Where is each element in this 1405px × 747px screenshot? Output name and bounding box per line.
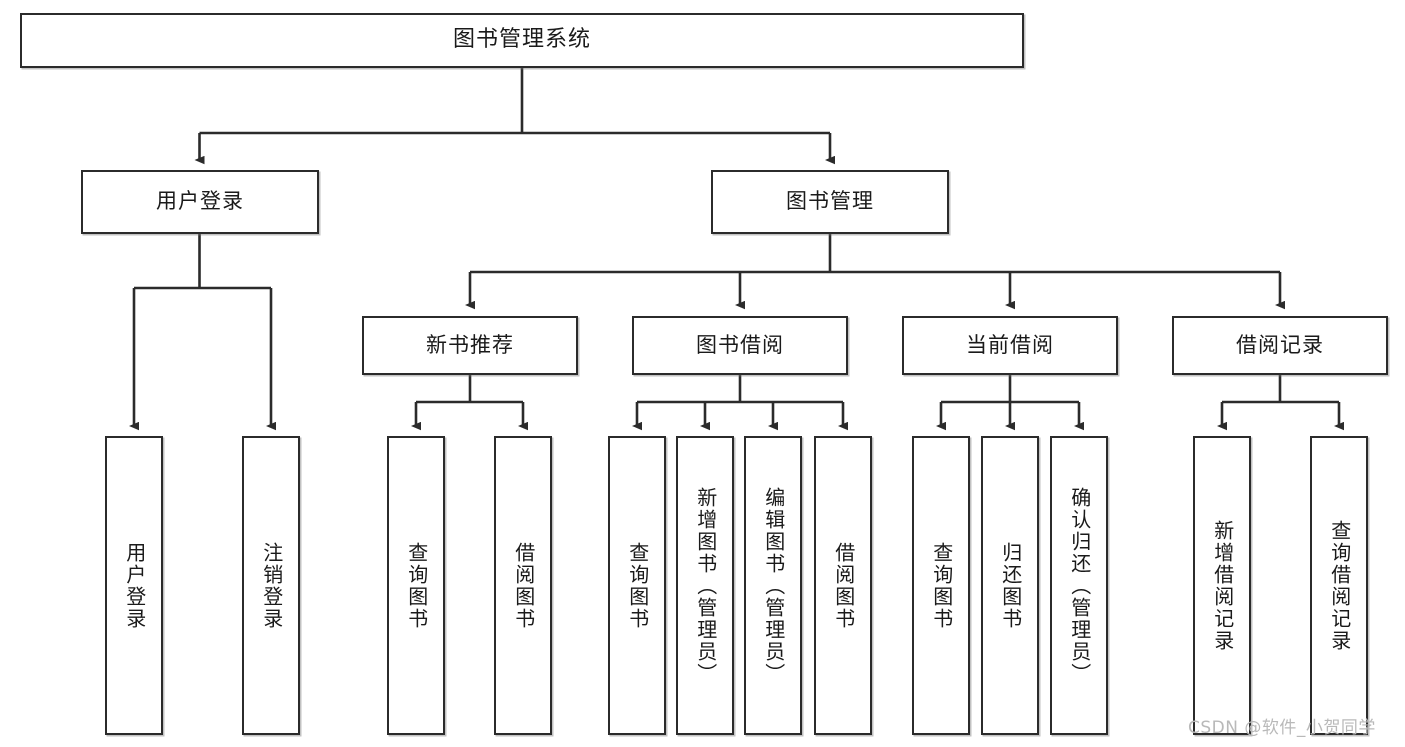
node-leaf-query-book-2[interactable]: 查询图书 bbox=[608, 436, 666, 735]
node-leaf-logout[interactable]: 注销登录 bbox=[242, 436, 300, 735]
node-book-manage[interactable]: 图书管理 bbox=[711, 170, 949, 234]
node-leaf-query-record-label: 查询借阅记录 bbox=[1327, 519, 1352, 652]
node-leaf-query-book-2-label: 查询图书 bbox=[625, 541, 650, 630]
node-new-book-recommend-label: 新书推荐 bbox=[426, 332, 514, 357]
node-leaf-user-login[interactable]: 用户登录 bbox=[105, 436, 163, 735]
node-leaf-add-record[interactable]: 新增借阅记录 bbox=[1193, 436, 1251, 735]
node-leaf-add-record-label: 新增借阅记录 bbox=[1210, 519, 1235, 652]
node-user-login[interactable]: 用户登录 bbox=[81, 170, 319, 234]
node-leaf-confirm-return[interactable]: 确认归还（管理员） bbox=[1050, 436, 1108, 735]
node-leaf-add-book-label: 新增图书（管理员） bbox=[693, 486, 718, 685]
node-book-manage-label: 图书管理 bbox=[786, 189, 874, 214]
node-current-borrow-label: 当前借阅 bbox=[966, 332, 1054, 357]
node-user-login-label: 用户登录 bbox=[156, 189, 244, 214]
node-leaf-user-login-label: 用户登录 bbox=[122, 541, 147, 630]
node-leaf-borrow-book-2-label: 借阅图书 bbox=[831, 541, 856, 630]
node-book-borrow[interactable]: 图书借阅 bbox=[632, 316, 848, 375]
node-root[interactable]: 图书管理系统 bbox=[20, 13, 1024, 68]
node-borrow-record[interactable]: 借阅记录 bbox=[1172, 316, 1388, 375]
node-borrow-record-label: 借阅记录 bbox=[1236, 332, 1324, 357]
node-leaf-confirm-return-label: 确认归还（管理员） bbox=[1067, 486, 1092, 685]
node-leaf-add-book[interactable]: 新增图书（管理员） bbox=[676, 436, 734, 735]
node-leaf-query-book-1-label: 查询图书 bbox=[404, 541, 429, 630]
node-leaf-return-book-label: 归还图书 bbox=[998, 541, 1023, 630]
node-leaf-return-book[interactable]: 归还图书 bbox=[981, 436, 1039, 735]
node-leaf-edit-book[interactable]: 编辑图书（管理员） bbox=[744, 436, 802, 735]
node-root-label: 图书管理系统 bbox=[452, 27, 591, 53]
node-new-book-recommend[interactable]: 新书推荐 bbox=[362, 316, 578, 375]
node-leaf-borrow-book-2[interactable]: 借阅图书 bbox=[814, 436, 872, 735]
node-book-borrow-label: 图书借阅 bbox=[696, 332, 784, 357]
node-leaf-logout-label: 注销登录 bbox=[259, 541, 284, 630]
node-leaf-query-book-1[interactable]: 查询图书 bbox=[387, 436, 445, 735]
node-leaf-borrow-book-1-label: 借阅图书 bbox=[511, 541, 536, 630]
node-leaf-borrow-book-1[interactable]: 借阅图书 bbox=[494, 436, 552, 735]
node-leaf-query-record[interactable]: 查询借阅记录 bbox=[1310, 436, 1368, 735]
node-leaf-query-book-3-label: 查询图书 bbox=[929, 541, 954, 630]
watermark-text: CSDN @软件_小贺同学 bbox=[1188, 718, 1376, 738]
node-current-borrow[interactable]: 当前借阅 bbox=[902, 316, 1118, 375]
node-leaf-query-book-3[interactable]: 查询图书 bbox=[912, 436, 970, 735]
node-leaf-edit-book-label: 编辑图书（管理员） bbox=[761, 486, 786, 685]
